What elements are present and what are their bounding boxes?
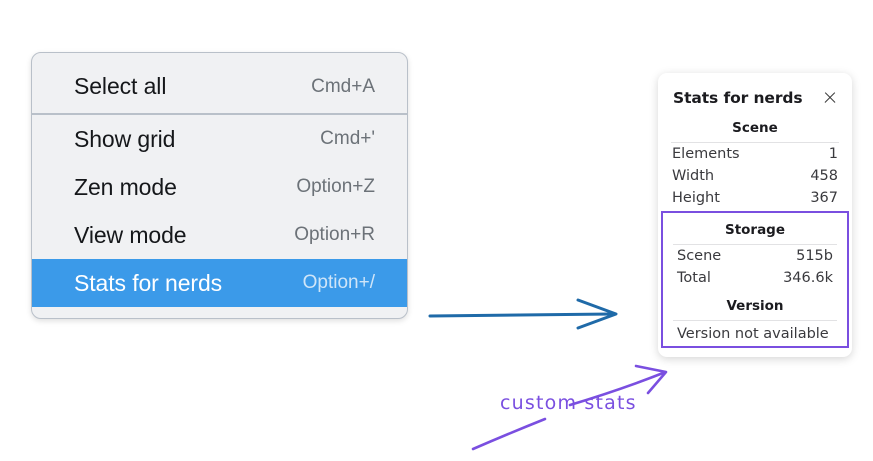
- menu-item-shortcut: Option+Z: [296, 176, 375, 197]
- menu-item-shortcut: Cmd+A: [311, 75, 375, 97]
- context-menu[interactable]: Select all Cmd+A Show grid Cmd+' Zen mod…: [31, 52, 408, 319]
- menu-item-shortcut: Cmd+': [320, 128, 375, 149]
- stat-key: Total: [677, 270, 711, 286]
- stat-value: 1: [828, 146, 838, 162]
- section-title-scene: Scene: [732, 120, 778, 136]
- handwritten-annotation-label: custom stats: [500, 392, 637, 414]
- table-row: Scene 515b: [663, 245, 847, 267]
- stats-panel-header: Stats for nerds: [658, 84, 852, 111]
- stats-panel: Stats for nerds Scene Elements 1 Width 4…: [658, 73, 852, 357]
- table-row: Width 458: [658, 165, 852, 187]
- menu-item-label: Show grid: [74, 125, 176, 152]
- menu-item-show-grid[interactable]: Show grid Cmd+': [32, 115, 407, 163]
- divider: [671, 142, 839, 143]
- section-title-version: Version: [726, 298, 784, 314]
- menu-group-1: Select all Cmd+A: [32, 60, 407, 113]
- menu-item-label: Stats for nerds: [74, 269, 223, 296]
- menu-item-view-mode[interactable]: View mode Option+R: [32, 211, 407, 259]
- menu-item-label: Select all: [74, 73, 167, 99]
- stat-key: Scene: [677, 248, 722, 264]
- menu-item-stats-for-nerds[interactable]: Stats for nerds Option+/: [32, 259, 407, 307]
- panel-title: Stats for nerds: [673, 88, 803, 107]
- stat-value: 367: [810, 190, 838, 206]
- stat-key: Width: [672, 168, 715, 184]
- menu-item-select-all[interactable]: Select all Cmd+A: [32, 60, 407, 113]
- stat-value: 346.6k: [783, 270, 833, 286]
- custom-stats-highlight-box: Storage Scene 515b Total 346.6k Version …: [661, 211, 849, 348]
- table-row: Elements 1: [658, 143, 852, 165]
- menu-item-zen-mode[interactable]: Zen mode Option+Z: [32, 163, 407, 211]
- purple-underline-stroke: [471, 417, 547, 451]
- menu-item-shortcut: Option+/: [302, 272, 375, 293]
- menu-item-shortcut: Option+R: [294, 224, 375, 245]
- stat-value: 458: [810, 168, 838, 184]
- menu-item-label: Zen mode: [74, 173, 177, 200]
- table-row: Height 367: [658, 187, 852, 209]
- menu-group-2: Show grid Cmd+' Zen mode Option+Z View m…: [32, 113, 407, 307]
- stat-value: 515b: [796, 248, 833, 264]
- version-not-available-text: Version not available: [677, 326, 829, 342]
- menu-item-label: View mode: [74, 221, 187, 248]
- stat-key: Elements: [672, 146, 740, 162]
- stat-key: Height: [672, 190, 720, 206]
- close-icon[interactable]: [822, 90, 838, 106]
- blue-arrow: [428, 298, 618, 330]
- table-row: Total 346.6k: [663, 267, 847, 289]
- divider: [673, 320, 837, 321]
- divider: [673, 244, 837, 245]
- section-title-storage: Storage: [724, 222, 786, 238]
